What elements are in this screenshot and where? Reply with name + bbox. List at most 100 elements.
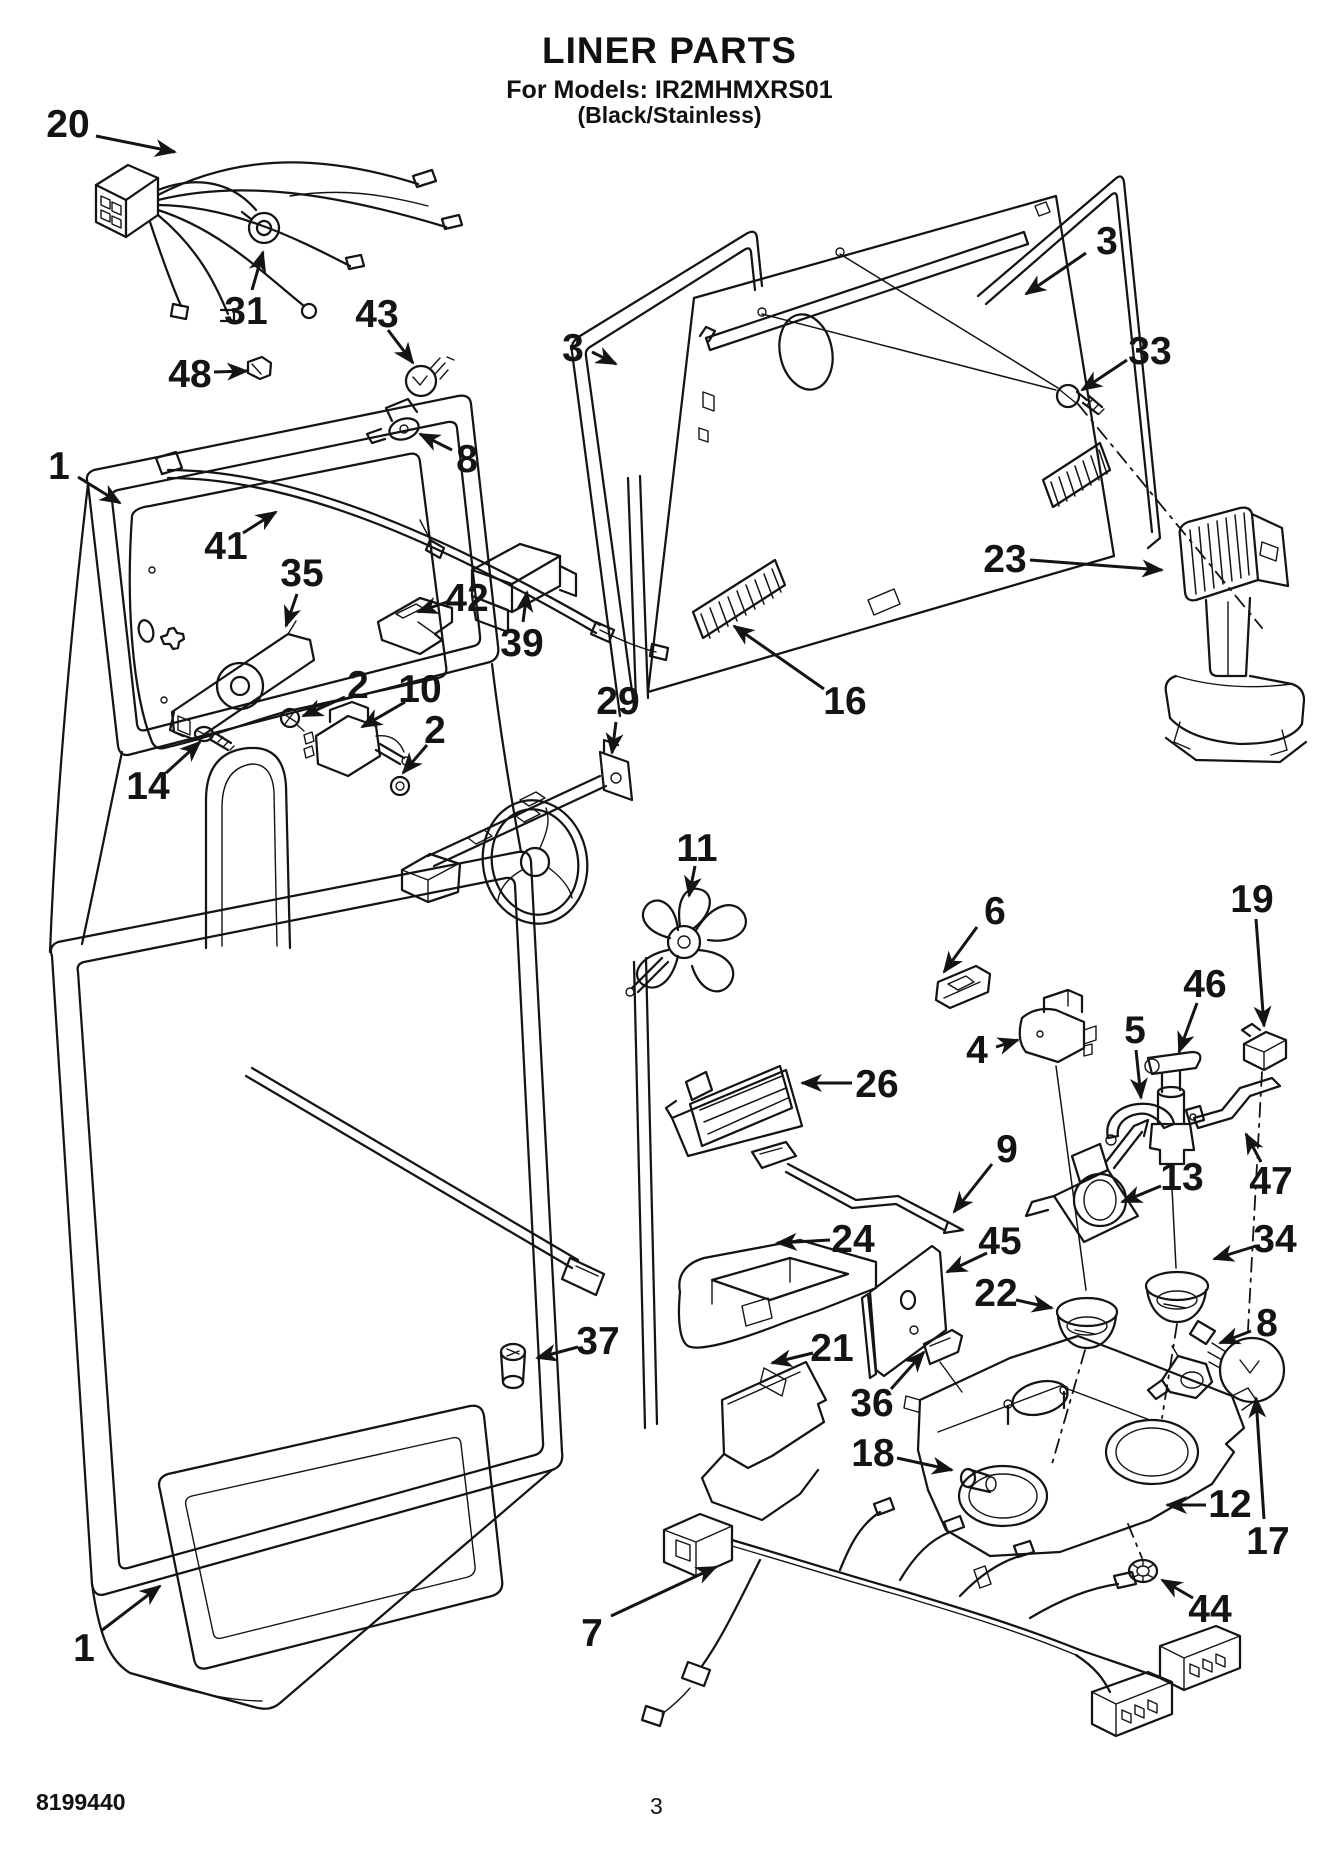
part-1-liner-cabinet xyxy=(48,394,659,1710)
part-3-retainer-frame-left xyxy=(570,230,764,718)
part-callout-19: 19 xyxy=(1230,878,1273,921)
part-11-fan-blade xyxy=(625,887,747,997)
part-4-damper-motor xyxy=(1018,988,1097,1064)
part-callout-1: 1 xyxy=(73,1627,95,1670)
part-callout-17: 17 xyxy=(1246,1520,1289,1563)
part-21-duct-cover xyxy=(700,1360,828,1522)
leader-arrow-2 xyxy=(401,744,429,775)
part-callout-45: 45 xyxy=(978,1220,1021,1263)
part-36-cover-plate-small xyxy=(922,1328,964,1393)
leader-arrow-4 xyxy=(995,1037,1020,1055)
part-callout-42: 42 xyxy=(445,577,488,620)
part-39-air-duct xyxy=(470,542,578,634)
leader-arrow-42 xyxy=(416,596,448,614)
part-callout-20: 20 xyxy=(46,103,89,146)
part-callout-48: 48 xyxy=(168,353,211,396)
part-13-lamp-bracket xyxy=(1024,1118,1150,1244)
leader-arrow-6 xyxy=(942,926,979,974)
part-callout-31: 31 xyxy=(224,290,267,333)
part-callout-34: 34 xyxy=(1253,1218,1297,1261)
part-callout-16: 16 xyxy=(823,680,866,723)
part-callout-13: 13 xyxy=(1160,1156,1203,1199)
part-callout-2: 2 xyxy=(347,664,369,707)
part-45-cover-plate xyxy=(860,1244,948,1380)
part-callout-5: 5 xyxy=(1124,1009,1146,1052)
alignment-line xyxy=(761,253,1059,391)
part-callout-41: 41 xyxy=(204,525,247,568)
leader-arrow-3 xyxy=(591,347,618,366)
part-callout-24: 24 xyxy=(831,1218,875,1261)
models-subtitle: For Models: IR2MHMXRS01 xyxy=(506,76,833,104)
part-callout-47: 47 xyxy=(1249,1160,1292,1203)
leader-arrow-18 xyxy=(896,1456,954,1475)
leader-arrow-39 xyxy=(515,590,534,623)
assembly-axes xyxy=(1051,1065,1263,1559)
part-5-spring-clip xyxy=(1105,1102,1176,1146)
part-callout-46: 46 xyxy=(1183,963,1226,1006)
part-23-damper-control xyxy=(1164,506,1308,764)
part-callout-21: 21 xyxy=(810,1327,853,1370)
part-22-lamp-lens xyxy=(1055,1296,1119,1350)
part-16-evaporator-panel xyxy=(646,194,1116,694)
part-31-round-connector xyxy=(240,210,281,245)
part-34-lamp-lens xyxy=(1144,1270,1210,1324)
part-26-air-damper xyxy=(664,1064,804,1158)
part-callout-8: 8 xyxy=(1256,1302,1278,1345)
leader-arrow-21 xyxy=(770,1349,814,1368)
part-callout-9: 9 xyxy=(996,1128,1018,1171)
diagram-artwork xyxy=(48,161,1308,1738)
leader-arrow-1 xyxy=(100,1584,162,1633)
leader-arrow-9 xyxy=(952,1163,994,1214)
leader-arrow-41 xyxy=(242,510,278,535)
part-44-speed-nut xyxy=(1127,1558,1159,1584)
leader-arrow-7 xyxy=(610,1565,718,1618)
leader-arrow-37 xyxy=(535,1344,579,1362)
leader-arrow-10 xyxy=(360,700,406,729)
page-number: 3 xyxy=(650,1793,663,1819)
part-14-screw xyxy=(193,725,235,752)
leader-arrow-44 xyxy=(1160,1578,1194,1600)
part-callout-11: 11 xyxy=(676,827,717,870)
leader-arrow-33 xyxy=(1080,358,1128,392)
leader-arrow-23 xyxy=(1029,558,1164,578)
leader-arrow-11 xyxy=(684,865,702,898)
part-2-screw xyxy=(279,707,305,732)
part-24-air-duct-block xyxy=(677,1238,878,1349)
leader-arrow-36 xyxy=(889,1350,926,1390)
part-callout-22: 22 xyxy=(974,1272,1017,1315)
leader-arrow-2 xyxy=(301,695,346,718)
leader-arrow-17 xyxy=(1248,1396,1267,1520)
leader-arrow-1 xyxy=(77,475,122,505)
part-48-clip xyxy=(246,355,273,381)
leader-arrow-43 xyxy=(386,329,415,365)
part-callout-39: 39 xyxy=(500,622,543,665)
part-2-grommet xyxy=(389,775,411,797)
part-37-standoff xyxy=(499,1342,527,1390)
part-7-wiring-harness-lower xyxy=(640,1496,1242,1738)
part-17-light-bulb xyxy=(1188,1319,1286,1404)
document-number: 8199440 xyxy=(36,1789,126,1815)
part-3-retainer-frame-right xyxy=(976,175,1162,550)
leader-arrow-24 xyxy=(775,1232,831,1251)
leader-arrow-8 xyxy=(1218,1327,1252,1345)
part-8-bulb-socket-lower xyxy=(1146,1345,1214,1401)
leader-arrow-31 xyxy=(248,250,267,291)
part-callout-33: 33 xyxy=(1128,330,1171,373)
assembly-axis-33-23 xyxy=(1077,403,1263,629)
part-callout-35: 35 xyxy=(280,552,323,595)
leader-arrow-13 xyxy=(1120,1184,1162,1204)
leader-arrow-19 xyxy=(1253,918,1272,1028)
leader-arrow-20 xyxy=(95,134,177,157)
leader-arrow-45 xyxy=(945,1251,988,1274)
part-6-clip-plate xyxy=(934,964,992,1010)
finish-subtitle: (Black/Stainless) xyxy=(577,102,762,128)
leader-arrow-34 xyxy=(1212,1244,1257,1262)
leader-arrow-8 xyxy=(418,432,453,452)
part-33-screw xyxy=(1055,383,1105,416)
part-43-light-bulb xyxy=(404,356,455,398)
part-10-thermostat xyxy=(303,700,411,778)
part-callout-3: 3 xyxy=(562,327,584,370)
part-callout-14: 14 xyxy=(126,765,170,808)
